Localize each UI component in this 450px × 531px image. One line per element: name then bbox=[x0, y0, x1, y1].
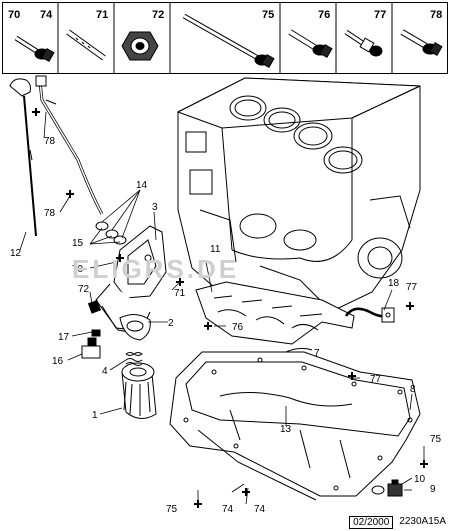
stud-icon bbox=[66, 29, 106, 61]
dipstick bbox=[9, 78, 37, 237]
flange-bolt-icon bbox=[400, 29, 443, 57]
callout-14: 14 bbox=[136, 180, 148, 191]
oil-filter-bracket bbox=[119, 314, 151, 341]
o-ring-seals bbox=[95, 221, 127, 245]
legend-num-70: 70 bbox=[8, 9, 20, 21]
callout-78-top: 78 bbox=[44, 136, 56, 147]
callout-18: 18 bbox=[388, 278, 400, 289]
revision-date: 02/2000 bbox=[349, 516, 394, 529]
callout-12: 12 bbox=[10, 248, 22, 259]
callout-2: 2 bbox=[168, 318, 174, 329]
callout-11: 11 bbox=[210, 244, 221, 255]
callout-72: 72 bbox=[78, 284, 90, 295]
callout-76: 76 bbox=[232, 322, 244, 333]
callout-15: 15 bbox=[72, 238, 84, 249]
callout-74-sump: 74 bbox=[254, 504, 266, 515]
dipstick-tube bbox=[35, 75, 104, 215]
legend-num-71: 71 bbox=[96, 9, 108, 21]
callout-labels: 1 2 3 4 7 8 9 10 11 12 13 14 15 16 17 18… bbox=[10, 136, 442, 515]
legend-num-75: 75 bbox=[262, 9, 274, 21]
legend-num-74: 74 bbox=[40, 9, 53, 21]
legend-num-72: 72 bbox=[152, 9, 164, 21]
sump-gasket bbox=[285, 347, 313, 353]
cylinder-block bbox=[176, 77, 421, 319]
callout-9: 9 bbox=[430, 484, 436, 495]
callout-16: 16 bbox=[52, 356, 64, 367]
callout-71: 71 bbox=[174, 288, 186, 299]
relief-spring bbox=[125, 352, 143, 366]
callout-77-sump: 77 bbox=[370, 374, 382, 385]
callout-10: 10 bbox=[414, 474, 426, 485]
flange-bolt-icon bbox=[288, 29, 333, 59]
legend-num-77: 77 bbox=[374, 9, 386, 21]
shouldered-bolt-icon bbox=[344, 29, 383, 57]
oil-return-pipe bbox=[344, 307, 395, 323]
callout-17: 17 bbox=[58, 332, 70, 343]
oil-filter bbox=[121, 362, 157, 419]
callout-74: 74 bbox=[222, 504, 234, 515]
oil-sump bbox=[169, 351, 421, 501]
callout-75-right: 75 bbox=[430, 434, 442, 445]
callout-13: 13 bbox=[280, 424, 292, 435]
figure-reference: 2230A15A bbox=[399, 516, 446, 527]
flange-bolt-icon bbox=[14, 35, 55, 63]
fastener-legend: 70 74 71 72 75 76 77 78 bbox=[2, 2, 448, 74]
callout-7: 7 bbox=[314, 348, 320, 359]
seal bbox=[91, 329, 101, 337]
callout-75-bottom: 75 bbox=[166, 504, 178, 515]
callout-8: 8 bbox=[410, 384, 416, 395]
oil-pressure-switch bbox=[81, 337, 101, 359]
legend-num-78: 78 bbox=[430, 9, 442, 21]
drain-plug bbox=[387, 479, 403, 497]
nut-icon bbox=[121, 31, 159, 61]
long-bolt-icon bbox=[182, 13, 275, 69]
callout-4: 4 bbox=[102, 366, 108, 377]
callout-78-tube: 78 bbox=[44, 208, 56, 219]
figure-footer: 02/2000 2230A15A bbox=[349, 516, 446, 529]
callout-1: 1 bbox=[92, 410, 98, 421]
callout-70: 70 bbox=[72, 264, 84, 275]
legend-num-76: 76 bbox=[318, 9, 330, 21]
baffle-plate bbox=[195, 281, 355, 345]
watermark: ELIGRS.DE bbox=[72, 254, 240, 284]
mounting-nut bbox=[87, 299, 102, 314]
callout-3: 3 bbox=[152, 202, 158, 213]
callout-77-pipe: 77 bbox=[406, 282, 418, 293]
fastener-markers bbox=[32, 108, 428, 508]
drain-washer bbox=[371, 485, 385, 495]
